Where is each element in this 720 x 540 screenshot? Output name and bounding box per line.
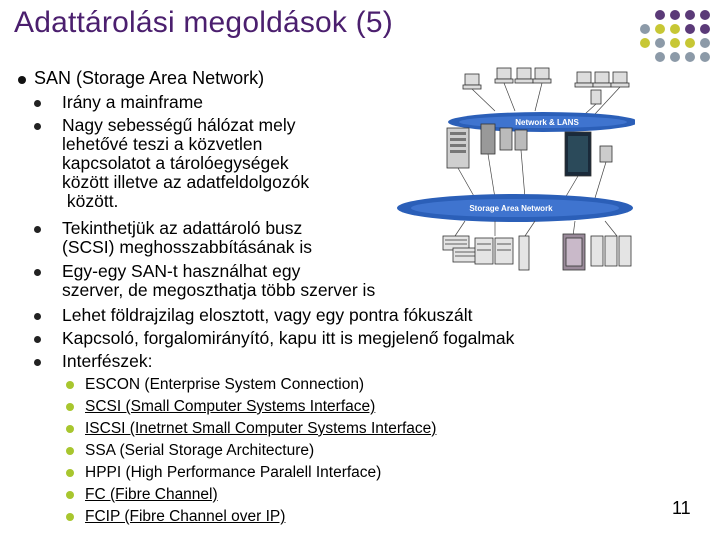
decorative-dot (670, 10, 680, 20)
sub-item-line: (SCSI) meghosszabbításának is (62, 237, 312, 257)
decorative-dot (670, 52, 680, 62)
sub-item-line: Kapcsoló, forgalomirányító, kapu itt is … (62, 328, 515, 348)
bullet (34, 100, 41, 107)
workstation-icon (462, 67, 630, 105)
decorative-dot (670, 38, 680, 48)
bullet (66, 513, 74, 521)
decorative-dot (685, 24, 695, 34)
page-number: 11 (672, 498, 691, 518)
decorative-dot (685, 52, 695, 62)
bullet (66, 491, 74, 499)
interface-item: SSA (Serial Storage Architecture) (85, 442, 315, 459)
bullet (18, 76, 26, 84)
sub-item-line: Lehet földrajzilag elosztott, vagy egy p… (62, 305, 473, 325)
sub-item-line: kapcsolatot a tárolóegységek (62, 153, 289, 173)
decorative-dot (685, 10, 695, 20)
interface-item: ESCON (Enterprise System Connection) (85, 376, 365, 393)
decorative-dot (640, 38, 650, 48)
main-item: SAN (Storage Area Network) (34, 68, 265, 88)
sub-item-line: Nagy sebességű hálózat mely (62, 115, 296, 135)
bullet (66, 425, 74, 433)
bullet (34, 336, 41, 343)
sub-item-line: Interfészek: (62, 351, 153, 371)
decorative-dot (685, 38, 695, 48)
bullet (66, 447, 74, 455)
decorative-dot (640, 24, 650, 34)
interface-link[interactable]: SCSI (Small Computer Systems Interface) (85, 398, 376, 415)
san-diagram: Network & LANS Storage Area Network (397, 67, 635, 271)
server-icon (446, 123, 613, 177)
bullet (34, 123, 41, 130)
interface-link[interactable]: FCIP (Fibre Channel over IP) (85, 508, 286, 525)
decorative-dot (670, 24, 680, 34)
slide-title: Adattárolási megoldások (5) (14, 6, 393, 39)
bullet (66, 381, 74, 389)
bullet (66, 403, 74, 411)
decorative-dot (700, 24, 710, 34)
decorative-dot (655, 52, 665, 62)
decorative-dot (655, 38, 665, 48)
storage-label: Storage Area Network (469, 204, 553, 213)
bullet (34, 313, 41, 320)
sub-item-line: Tekinthetjük az adattároló busz (62, 218, 303, 238)
bullet (34, 359, 41, 366)
interface-link[interactable]: ISCSI (Inetrnet Small Computer Systems I… (85, 420, 437, 437)
sub-item-line: Irány a mainframe (62, 92, 204, 112)
sub-item-line: lehetővé teszi a közvetlen (62, 134, 263, 154)
bullet (34, 226, 41, 233)
network-label: Network & LANS (515, 118, 579, 127)
decorative-dot (700, 52, 710, 62)
bullet (34, 269, 41, 276)
decorative-dot-grid (640, 10, 716, 68)
decorative-dot (700, 38, 710, 48)
decorative-dot (700, 10, 710, 20)
interface-item: HPPI (High Performance Paralell Interfac… (85, 464, 382, 481)
decorative-dot (655, 10, 665, 20)
storage-array-icon (442, 233, 632, 271)
sub-item-line: között. (62, 191, 119, 211)
bullet (66, 469, 74, 477)
sub-item-line: között illetve az adatfeldolgozók (62, 172, 310, 192)
sub-item-line: szerver, de megoszthatja több szerver is (62, 280, 376, 300)
interface-link[interactable]: FC (Fibre Channel) (85, 486, 218, 503)
sub-item-line: Egy-egy SAN-t használhat egy (62, 261, 301, 281)
decorative-dot (655, 24, 665, 34)
